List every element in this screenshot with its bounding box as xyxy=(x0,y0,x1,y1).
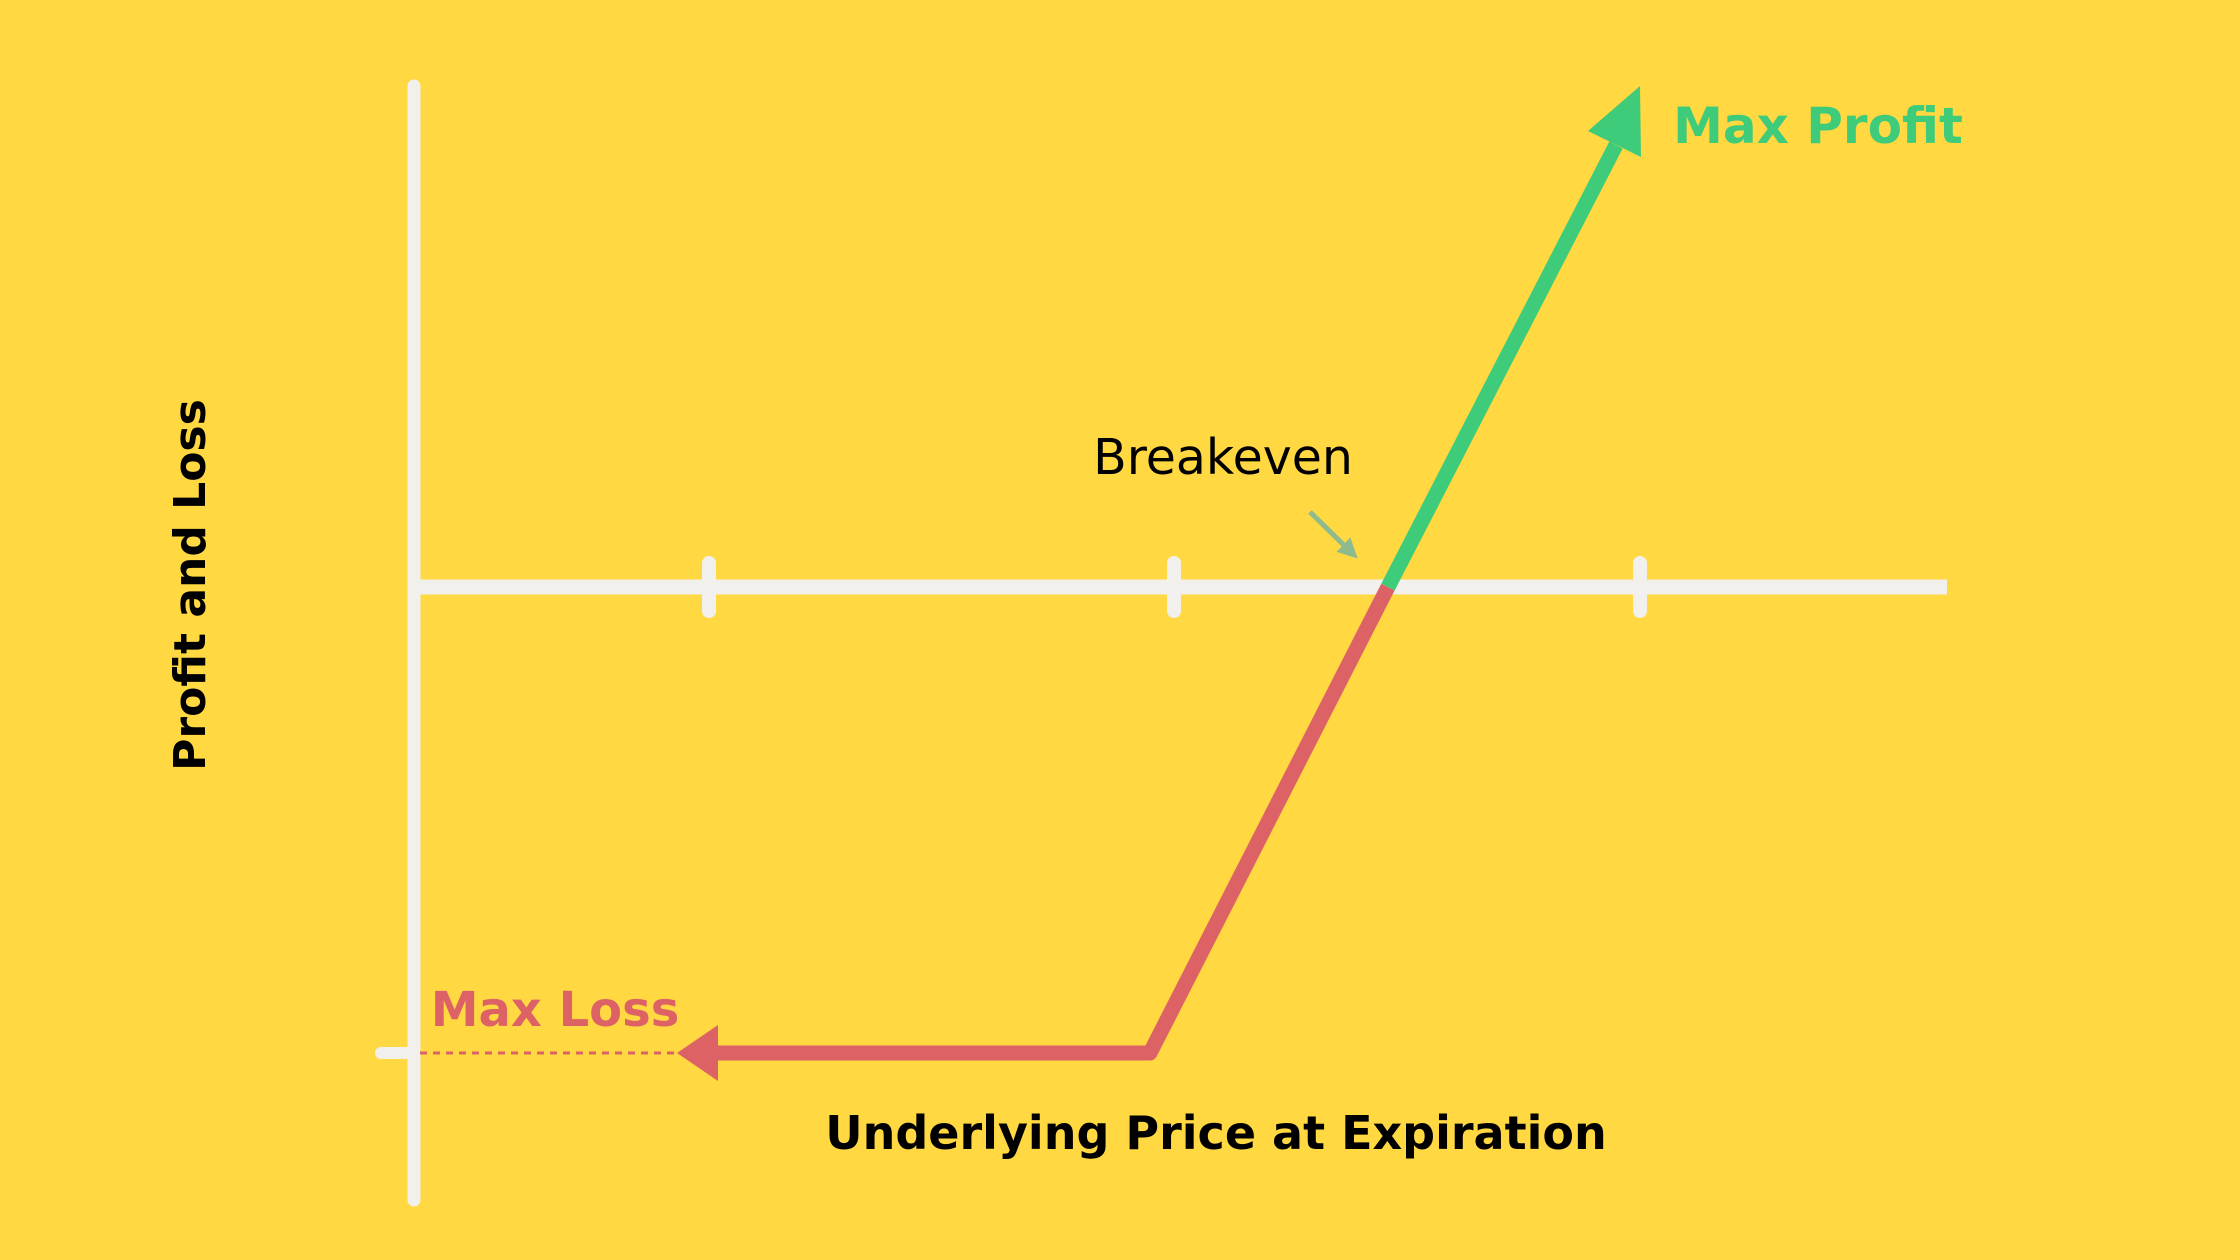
breakeven-label: Breakeven xyxy=(1093,429,1353,486)
y-axis-label: Profit and Loss xyxy=(165,399,216,771)
max-loss-label: Max Loss xyxy=(431,982,680,1038)
profit-line xyxy=(1381,141,1623,591)
loss-arrowhead xyxy=(677,1025,718,1081)
x-axis-label: Underlying Price at Expiration xyxy=(825,1106,1606,1160)
max-profit-label: Max Profit xyxy=(1673,97,1963,155)
loss-line xyxy=(718,583,1395,1061)
breakeven-arrow-icon xyxy=(1308,510,1358,559)
profit-arrowhead xyxy=(1588,86,1641,157)
